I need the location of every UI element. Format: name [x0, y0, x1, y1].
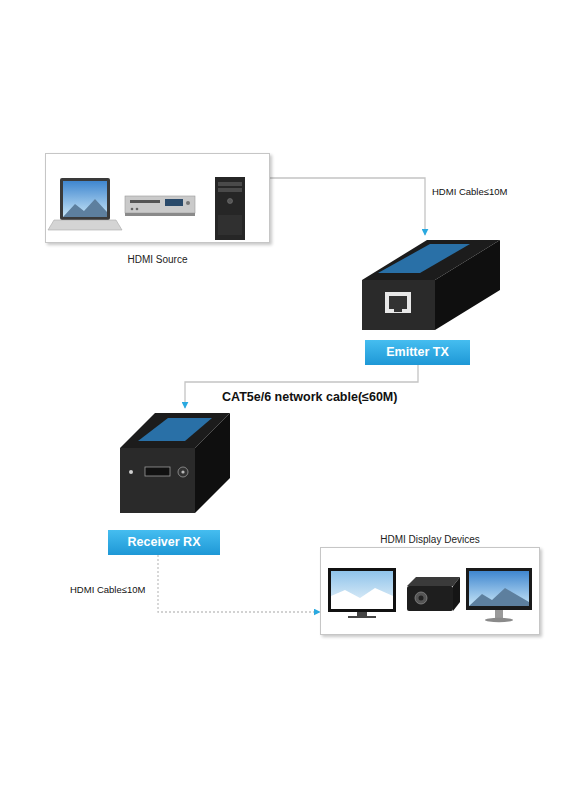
cable-connector: [270, 178, 425, 235]
laptop-icon: [48, 178, 122, 230]
receiver-device: [120, 413, 230, 513]
source-frame: HDMI Source: [45, 153, 270, 243]
cable-connector: [158, 555, 320, 612]
display-frame: HDMI Display Devices: [320, 547, 540, 635]
node-label: Emitter TX: [365, 340, 470, 365]
node-label: Receiver RX: [108, 530, 220, 555]
cable-label: CAT5e/6 network cable(≤60M): [222, 390, 397, 404]
emitter-device: [362, 240, 500, 330]
tv-icon: [328, 568, 396, 618]
projector-icon: [407, 577, 460, 611]
monitor-icon: [466, 568, 532, 622]
emitter-unit: Emitter TX: [355, 235, 505, 365]
cable-connector: [185, 365, 418, 408]
dvd-player-icon: [125, 196, 195, 216]
cable-label: HDMI Cable≤10M: [432, 186, 507, 197]
node-label: HDMI Display Devices: [321, 534, 539, 545]
receiver-unit: Receiver RX: [105, 408, 235, 555]
tower-pc-icon: [215, 177, 245, 240]
cable-label: HDMI Cable≤10M: [70, 584, 145, 595]
node-label: HDMI Source: [46, 254, 269, 265]
